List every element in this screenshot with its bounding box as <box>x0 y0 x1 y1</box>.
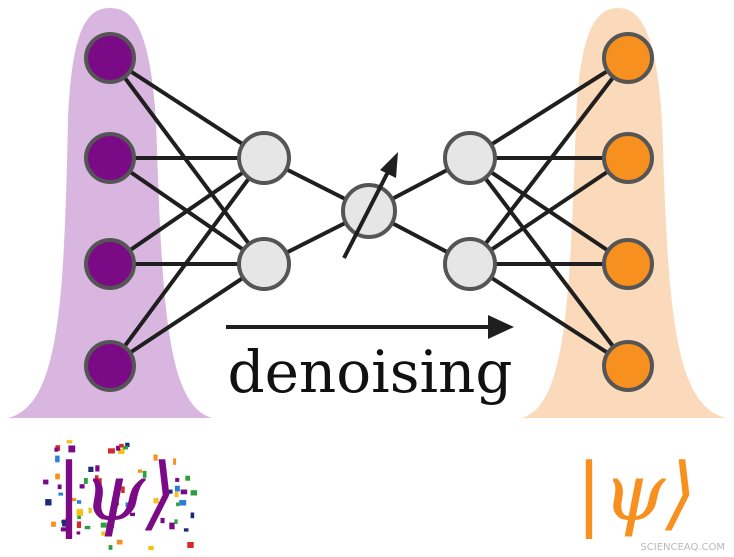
noise-speckle <box>100 522 107 528</box>
noise-speckle <box>153 498 159 504</box>
noise-speckle <box>76 500 82 504</box>
noise-speckle <box>118 448 125 454</box>
noise-speckle <box>66 440 73 444</box>
noise-speckle <box>190 512 195 519</box>
noise-speckle <box>57 484 62 490</box>
noise-speckle <box>94 478 102 485</box>
noise-speckle <box>174 491 179 498</box>
noise-speckle <box>65 517 71 524</box>
noise-speckle <box>60 527 68 532</box>
noise-speckle <box>77 513 81 520</box>
noise-speckle <box>155 511 160 516</box>
edge-0-0-1 <box>108 56 266 266</box>
edge-3-1-1 <box>468 156 630 266</box>
hidden-1-node-1 <box>237 131 291 185</box>
noise-speckle <box>68 445 76 453</box>
measurement-arrow-icon <box>342 152 398 259</box>
edge-0-0-0 <box>108 56 266 160</box>
noise-speckle <box>180 489 188 495</box>
input-node-3 <box>84 238 136 290</box>
noise-speckle <box>101 531 105 536</box>
noise-speckle <box>43 479 49 485</box>
noise-speckle <box>83 478 88 484</box>
input-node-2 <box>84 132 136 184</box>
edge-0-3-1 <box>108 262 266 368</box>
noise-speckle <box>125 502 129 507</box>
noise-speckle <box>76 521 82 528</box>
noise-speckle <box>174 485 180 492</box>
noise-speckle <box>76 531 81 535</box>
noise-speckle <box>121 486 125 493</box>
noise-speckle <box>51 521 56 527</box>
noise-speckle <box>72 498 77 502</box>
noise-speckle <box>174 519 178 524</box>
noise-speckle <box>179 500 187 506</box>
noise-speckle <box>79 484 85 489</box>
noise-speckle <box>132 488 137 494</box>
edge-0-3-0 <box>108 156 266 368</box>
output-node-1 <box>602 32 654 84</box>
output-cloud <box>522 8 726 418</box>
hidden-2-node-1 <box>443 131 497 185</box>
noise-speckle <box>185 475 191 481</box>
noise-speckle <box>115 490 119 496</box>
noise-speckle <box>109 521 115 528</box>
noise-speckle <box>125 442 130 448</box>
noise-speckle <box>119 443 124 448</box>
noise-speckle <box>187 542 194 548</box>
noise-speckle <box>54 447 59 452</box>
input-node-4 <box>84 340 136 392</box>
noise-speckle <box>108 545 113 550</box>
noise-speckle <box>175 477 180 482</box>
denoising-caption: denoising <box>227 338 512 406</box>
noise-speckle <box>148 545 154 551</box>
output-node-4 <box>602 340 654 392</box>
noise-speckle <box>84 525 91 530</box>
noise-speckle <box>123 445 128 450</box>
noise-speckle <box>173 458 177 465</box>
noise-speckle <box>142 470 147 478</box>
watermark: SCIENCEAQ.COM <box>640 542 725 553</box>
noise-speckle <box>169 522 175 530</box>
noise-speckle <box>190 490 198 496</box>
hidden-1-node-2 <box>237 237 291 291</box>
edge-3-1-3 <box>468 262 630 368</box>
network-nodes <box>84 32 654 392</box>
edge-3-1-0 <box>468 56 630 266</box>
output-state-label: |ψ⟩ <box>576 446 697 539</box>
noise-speckle <box>88 466 94 472</box>
input-node-1 <box>84 32 136 84</box>
noise-speckle <box>62 519 68 527</box>
noise-speckle <box>95 465 100 472</box>
output-node-2 <box>602 132 654 184</box>
noise-speckle <box>116 445 121 451</box>
output-node-3 <box>602 238 654 290</box>
noise-speckle <box>176 502 180 507</box>
noise-speckle <box>101 515 107 520</box>
noise-speckle <box>108 448 115 454</box>
noise-speckle <box>167 489 173 494</box>
noise-speckle <box>130 512 135 517</box>
input-cloud <box>8 8 212 418</box>
noise-speckle <box>88 507 92 514</box>
noise-speckle <box>160 517 165 524</box>
noise-speckle <box>55 455 60 463</box>
noise-speckle <box>76 509 83 516</box>
noise-speckle <box>116 539 123 545</box>
noise-speckle <box>45 499 52 506</box>
noise-speckle <box>183 528 189 532</box>
edge-0-2-0 <box>108 156 266 266</box>
noise-speckle <box>153 454 158 461</box>
noise-speckle <box>137 469 143 473</box>
hidden-2-node-2 <box>443 237 497 291</box>
noise-speckle <box>115 501 120 506</box>
denoising-arrow-icon <box>226 315 514 339</box>
input-state-label: |ψ⟩ <box>56 446 177 539</box>
noise-speckles <box>43 440 198 551</box>
edge-3-0-0 <box>468 56 630 160</box>
noise-speckle <box>58 492 64 496</box>
noise-speckle <box>55 473 60 480</box>
